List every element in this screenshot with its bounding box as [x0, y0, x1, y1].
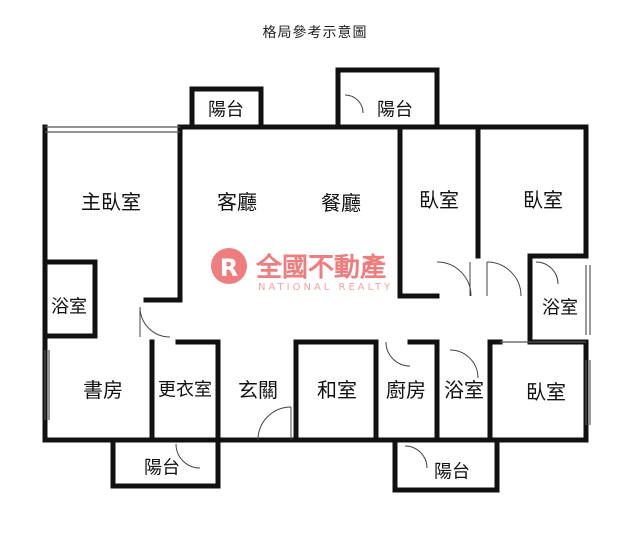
room-bedroom-1: 臥室 — [419, 188, 459, 212]
room-balcony-4: 陽台 — [434, 462, 470, 483]
room-balcony-1: 陽台 — [208, 100, 244, 121]
window-lines — [44, 126, 591, 425]
realty-logo-letters: R — [220, 254, 238, 282]
room-living: 客廳 — [217, 190, 257, 214]
room-kitchen: 廚房 — [386, 378, 426, 402]
room-balcony-3: 陽台 — [144, 458, 180, 479]
page-title: 格局參考示意圖 — [262, 25, 368, 41]
room-entrance: 玄關 — [238, 378, 278, 402]
room-bathroom-1: 浴室 — [51, 297, 87, 318]
room-japanese: 和室 — [317, 378, 357, 402]
room-bathroom-2: 浴室 — [444, 378, 484, 402]
doors — [139, 94, 559, 469]
room-dining: 餐廳 — [321, 191, 361, 215]
room-master-bedroom: 主臥室 — [81, 190, 141, 214]
room-dressing: 更衣室 — [158, 380, 212, 401]
room-balcony-2: 陽台 — [377, 100, 413, 121]
room-labels: 主臥室 客廳 餐廳 臥室 臥室 浴室 浴室 書房 更衣室 玄關 和室 廚房 浴室… — [51, 100, 578, 483]
watermark: R 全國不動產 NATIONAL REALTY — [211, 248, 393, 293]
room-bathroom-3: 浴室 — [542, 298, 578, 319]
room-bedroom-3: 臥室 — [526, 380, 566, 404]
balconies — [110, 67, 500, 493]
room-study: 書房 — [83, 378, 123, 402]
room-bedroom-2: 臥室 — [523, 188, 563, 212]
realty-logo — [211, 248, 247, 284]
watermark-subtitle: NATIONAL REALTY — [258, 282, 393, 293]
watermark-name: 全國不動產 — [255, 252, 386, 283]
